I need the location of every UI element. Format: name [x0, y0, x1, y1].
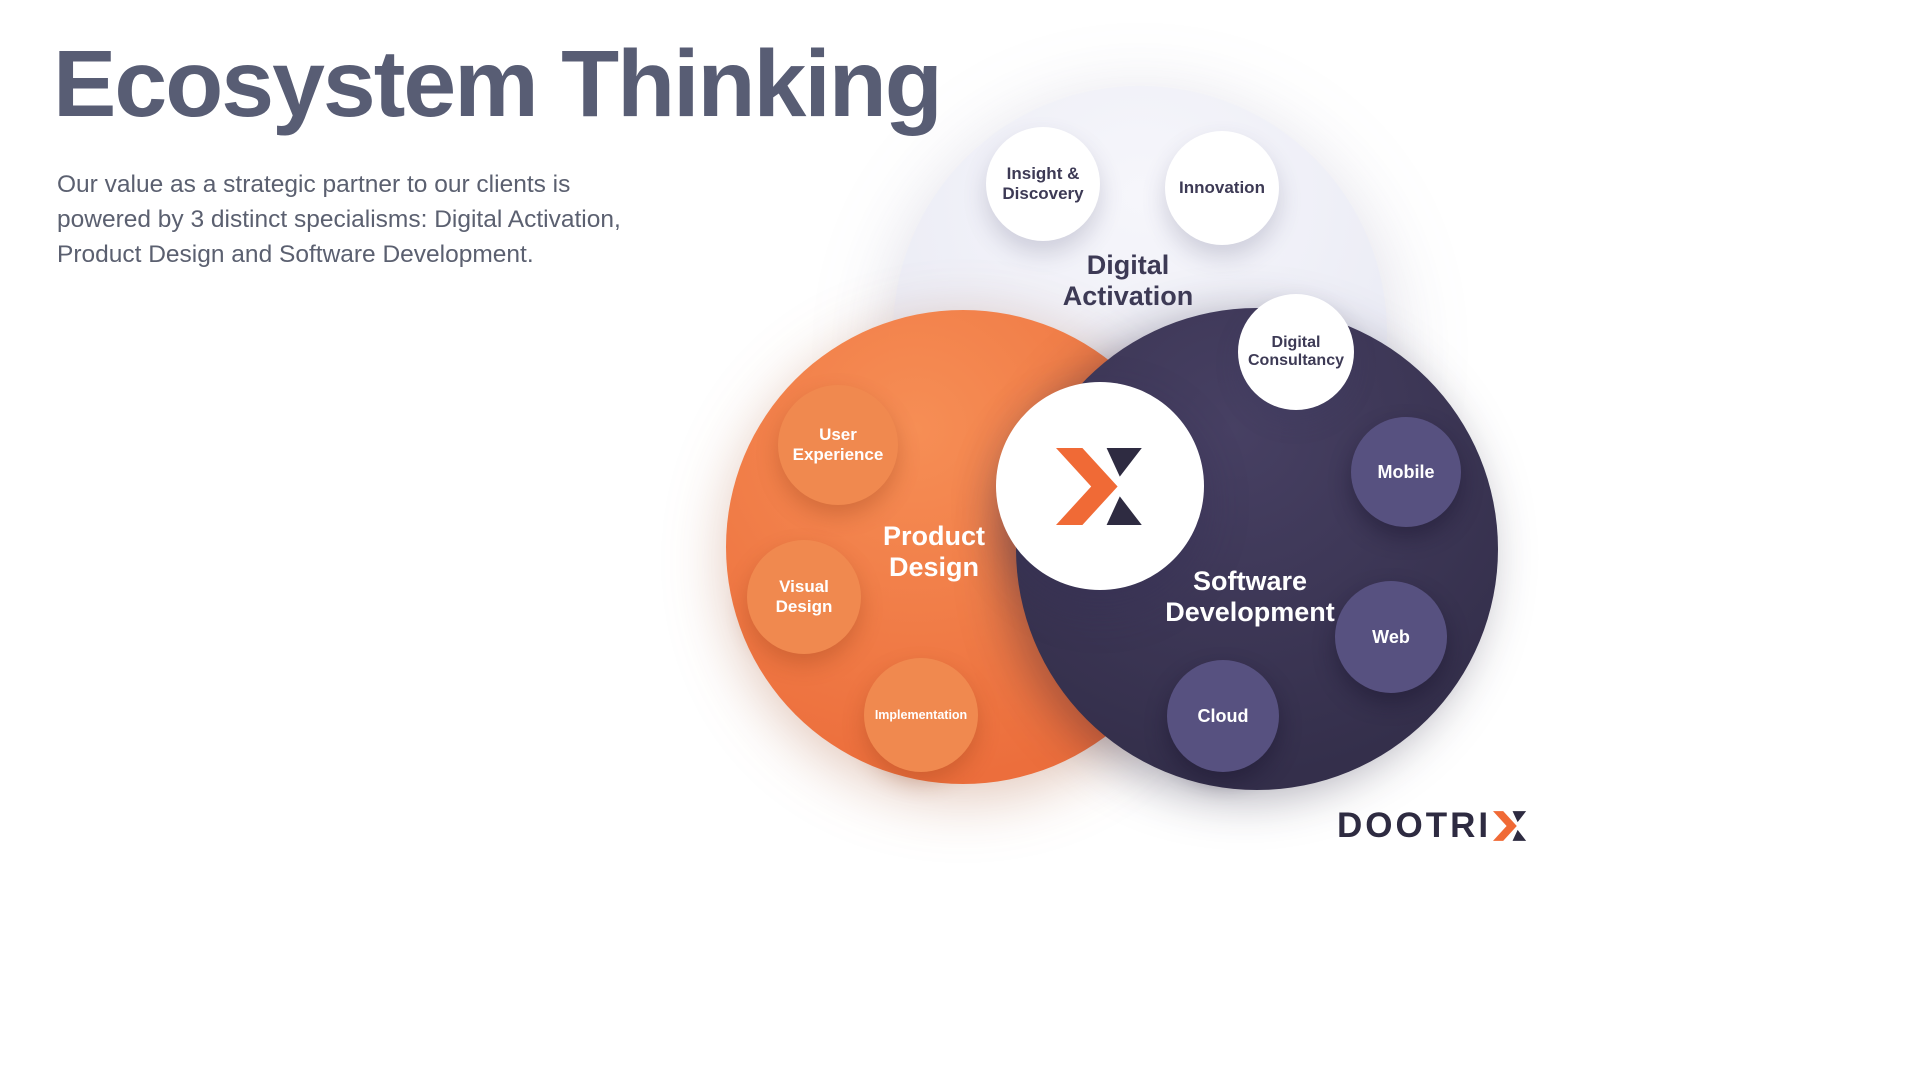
software-development-label: Software Development — [1165, 566, 1335, 628]
chip-mobile: Mobile — [1351, 417, 1461, 527]
chip-insight-discovery: Insight & Discovery — [986, 127, 1100, 241]
dootrix-x-logo-icon — [1056, 447, 1142, 525]
digital-activation-label: Digital Activation — [1062, 250, 1194, 312]
page-title: Ecosystem Thinking — [53, 31, 943, 137]
chip-innovation: Innovation — [1165, 131, 1279, 245]
dootrix-wordmark: DOOTRI — [1337, 806, 1527, 846]
dootrix-wordmark-text: DOOTRI — [1337, 806, 1492, 845]
chip-implementation: Implementation — [864, 658, 978, 772]
chip-cloud: Cloud — [1167, 660, 1279, 772]
product-design-label: Product Design — [882, 521, 985, 583]
chip-user-experience: User Experience — [778, 385, 898, 505]
chip-digital-consultancy: Digital Consultancy — [1238, 294, 1354, 410]
center-hub-circle — [996, 382, 1204, 590]
chip-web: Web — [1335, 581, 1447, 693]
page-subtitle: Our value as a strategic partner to our … — [57, 171, 621, 268]
chip-visual-design: Visual Design — [747, 540, 861, 654]
dootrix-x-icon — [1493, 811, 1527, 841]
